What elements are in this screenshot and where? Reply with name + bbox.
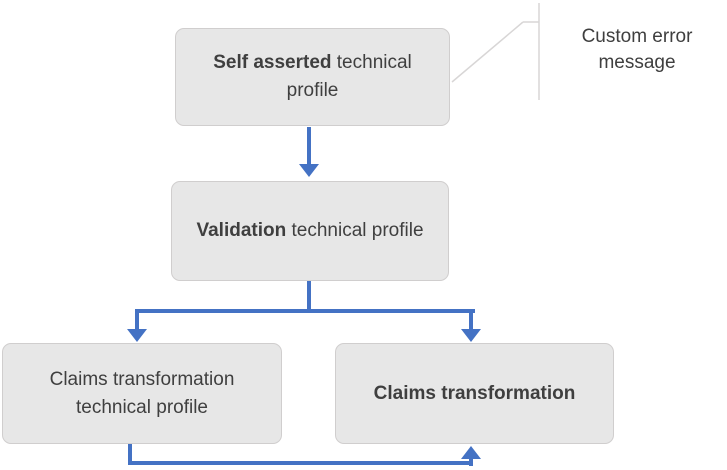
node-label: Claims transformation [374, 380, 576, 408]
callout-custom-error-message: Custom error message [581, 26, 693, 73]
node-label: Self asserted technical profile [190, 49, 435, 105]
node-label-bold: Validation [196, 220, 287, 241]
node-claims-transformation-technical-profile: Claims transformation technical profile [2, 343, 282, 444]
node-validation-technical-profile: Validation technical profile [171, 181, 449, 281]
node-label-regular: technical profile [286, 220, 424, 241]
arrow-self-to-validation-line [307, 127, 311, 164]
arrow-claims-tp-to-claims-left-vertical [128, 444, 132, 465]
arrow-validation-branch-horizontal [135, 309, 475, 313]
arrow-validation-to-claims-tp-head-icon [127, 329, 147, 342]
node-label: Validation technical profile [196, 217, 423, 245]
node-label-regular: Claims transformation technical profile [49, 368, 235, 418]
node-label-regular: technical profile [286, 52, 412, 101]
arrow-claims-tp-to-claims-horizontal [128, 461, 473, 465]
node-label: Claims transformation technical profile [17, 366, 267, 422]
arrow-validation-to-claims-line [469, 309, 473, 329]
node-claims-transformation: Claims transformation [335, 343, 614, 444]
arrow-validation-branch-stem [307, 281, 311, 309]
arrow-claims-tp-to-claims-right-vertical [469, 459, 473, 466]
node-self-asserted-technical-profile: Self asserted technical profile [175, 28, 450, 126]
arrow-validation-to-claims-head-icon [461, 329, 481, 342]
arrow-self-to-validation-head-icon [299, 164, 319, 177]
node-label-bold: Self asserted [213, 52, 332, 73]
arrow-claims-tp-to-claims-head-icon [461, 446, 481, 459]
arrow-validation-to-claims-tp-line [135, 309, 139, 329]
node-label-bold: Claims transformation [373, 382, 576, 404]
